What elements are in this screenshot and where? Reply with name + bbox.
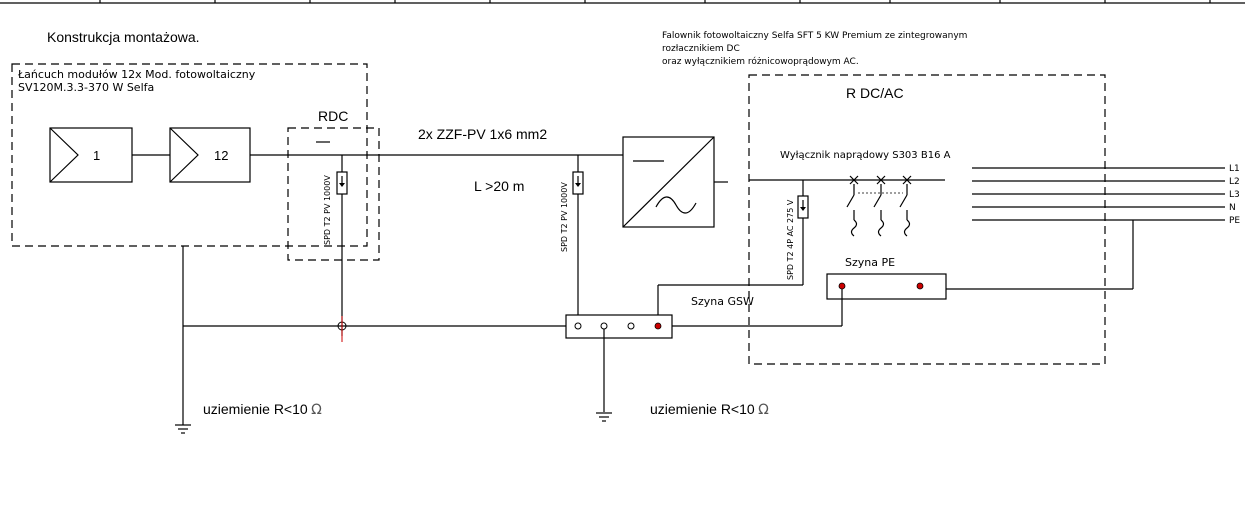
earth-right-icon — [596, 412, 612, 422]
earthing-right-label: uziemienie R<10 Ω — [650, 401, 769, 418]
spd-ac: SPD T2 4P AC 275 V — [657, 180, 809, 315]
pv-module-1-label: 1 — [93, 148, 100, 163]
breaker-label: Wyłącznik naprądowy S303 B16 A — [780, 150, 951, 161]
cable-type-label: 2x ZZF-PV 1x6 mm2 — [418, 126, 547, 142]
breaker-s303 — [846, 175, 912, 237]
spd-cable: SPD T2 PV 1000V — [560, 155, 584, 315]
spd-ac-label: SPD T2 4P AC 275 V — [786, 199, 795, 280]
inverter-desc-1: Falownik fotowoltaiczny Selfa SFT 5 KW P… — [662, 31, 967, 41]
spd-rdc-label: SPD T2 PV 1000V — [323, 175, 332, 245]
gsw-bar — [565, 314, 673, 412]
pv-module-12-label: 12 — [214, 148, 228, 163]
inverter-desc-3: oraz wyłącznikiem różnicowoprądowym AC. — [662, 56, 859, 67]
earthing-left-label: uziemienie R<10 Ω — [203, 401, 322, 418]
pv-module-12: 12 — [169, 127, 251, 183]
rdc-label: RDC — [318, 108, 348, 124]
bonding-line — [182, 246, 566, 425]
output-l1-label: L1 — [1229, 164, 1240, 174]
spd-cable-label: SPD T2 PV 1000V — [560, 182, 569, 252]
pe-bar — [672, 273, 947, 327]
inverter-symbol — [622, 136, 715, 228]
module-string-label-2: SV120M.3.3-370 W Selfa — [18, 81, 154, 94]
cable-length-label: L >20 m — [474, 178, 524, 194]
rdc-box — [287, 127, 380, 261]
spd-rdc: SPD T2 PV 1000V — [323, 155, 348, 336]
output-l3-label: L3 — [1229, 190, 1240, 200]
inverter-desc-2: rozłacznikiem DC — [662, 44, 740, 54]
output-lines — [946, 167, 1225, 290]
top-ruler — [0, 0, 1245, 4]
output-n-label: N — [1229, 203, 1236, 213]
gsw-bar-label: Szyna GSW — [691, 295, 754, 308]
output-pe-label: PE — [1229, 216, 1240, 226]
earth-left-icon — [175, 424, 191, 434]
pe-bar-label: Szyna PE — [845, 256, 895, 269]
rdcac-label: R DC/AC — [846, 85, 904, 101]
pv-module-1: 1 — [49, 127, 133, 183]
output-l2-label: L2 — [1229, 177, 1240, 187]
module-string-label-1: Łańcuch modułów 12x Mod. fotowoltaiczny — [17, 68, 256, 81]
diagram-title: Konstrukcja montażowa. — [47, 29, 200, 45]
